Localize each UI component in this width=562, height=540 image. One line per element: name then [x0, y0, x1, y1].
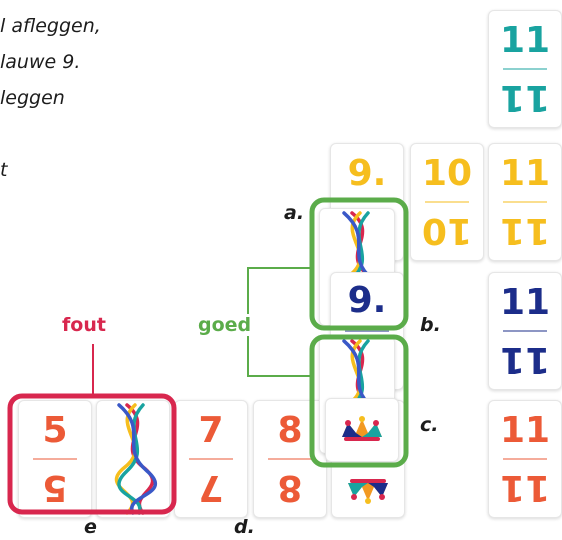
card-number-top: 11: [499, 20, 551, 61]
card-number-top: 11: [499, 410, 551, 451]
card-number-bottom: 5: [42, 467, 68, 508]
rules-line-2: lauwe 9.: [0, 51, 81, 73]
card-divider: [503, 458, 547, 460]
label-a: a.: [284, 202, 305, 224]
card-wild-braid-e[interactable]: [96, 400, 170, 518]
rules-text: l afleggen, lauwe 9. leggen t: [0, 8, 101, 188]
card-number-top: 9.: [347, 280, 387, 321]
wrong-label: fout: [62, 314, 106, 336]
card-number-bottom: 7: [198, 467, 224, 508]
card-number-bottom: 8: [277, 467, 303, 508]
right-label: goed: [194, 314, 256, 336]
card-number-top: 10: [421, 153, 473, 194]
card-teal-11[interactable]: 11 11: [488, 10, 562, 128]
card-red-7[interactable]: 7 7: [174, 400, 248, 518]
card-red-5[interactable]: 5 5: [18, 400, 92, 518]
label-e: e: [84, 516, 97, 538]
card-divider: [425, 201, 469, 203]
rules-line-3: leggen: [0, 87, 65, 109]
rules-line-4: t: [0, 159, 8, 181]
card-divider: [268, 458, 312, 460]
card-number-bottom: 11: [499, 210, 551, 251]
label-d: d.: [234, 516, 255, 538]
label-c: c.: [420, 414, 439, 436]
card-number-bottom: 11: [499, 339, 551, 380]
card-number-bottom: 10: [421, 210, 473, 251]
card-divider: [33, 458, 77, 460]
braided-wild-card-icon: [114, 403, 158, 515]
card-red-11[interactable]: 11 11: [488, 400, 562, 518]
label-b: b.: [420, 314, 441, 336]
card-number-top: 11: [499, 282, 551, 323]
rules-line-1: l afleggen,: [0, 15, 101, 37]
card-divider: [345, 330, 389, 332]
card-red-8[interactable]: 8 8: [253, 400, 327, 518]
card-divider: [189, 458, 233, 460]
card-number-bottom: 11: [499, 467, 551, 508]
card-number-top: 11: [499, 153, 551, 194]
card-jester-c[interactable]: [325, 398, 399, 462]
goed-bracket: [247, 267, 312, 377]
card-blue-11[interactable]: 11 11: [488, 272, 562, 390]
card-divider: [503, 68, 547, 70]
card-number-top: 8: [277, 410, 303, 451]
card-divider: [503, 330, 547, 332]
card-yellow-11[interactable]: 11 11: [488, 143, 562, 261]
card-divider: [503, 201, 547, 203]
card-number-top: 5: [42, 410, 68, 451]
card-yellow-10[interactable]: 10 10: [410, 143, 484, 261]
jester-hat-icon: [342, 416, 382, 441]
card-number-top: 9.: [347, 153, 387, 194]
card-number-top: 7: [198, 410, 224, 451]
card-number-bottom: 11: [499, 77, 551, 118]
